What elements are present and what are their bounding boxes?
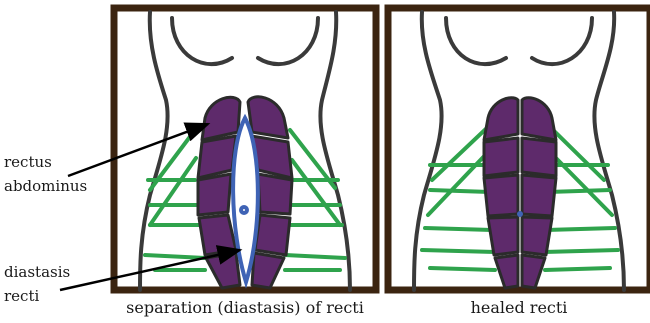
diastasis-label-line1: diastasis: [4, 262, 70, 282]
right-caption: healed recti: [392, 298, 646, 318]
left-panel: [114, 8, 376, 290]
right-panel: [388, 8, 650, 290]
left-caption: separation (diastasis) of recti: [118, 298, 372, 318]
diastasis-label-line2: recti: [4, 286, 39, 306]
rectus-label-line1: rectus: [4, 152, 52, 172]
rectus-label-line2: abdominus: [4, 176, 87, 196]
right-navel-dot: [517, 211, 523, 217]
